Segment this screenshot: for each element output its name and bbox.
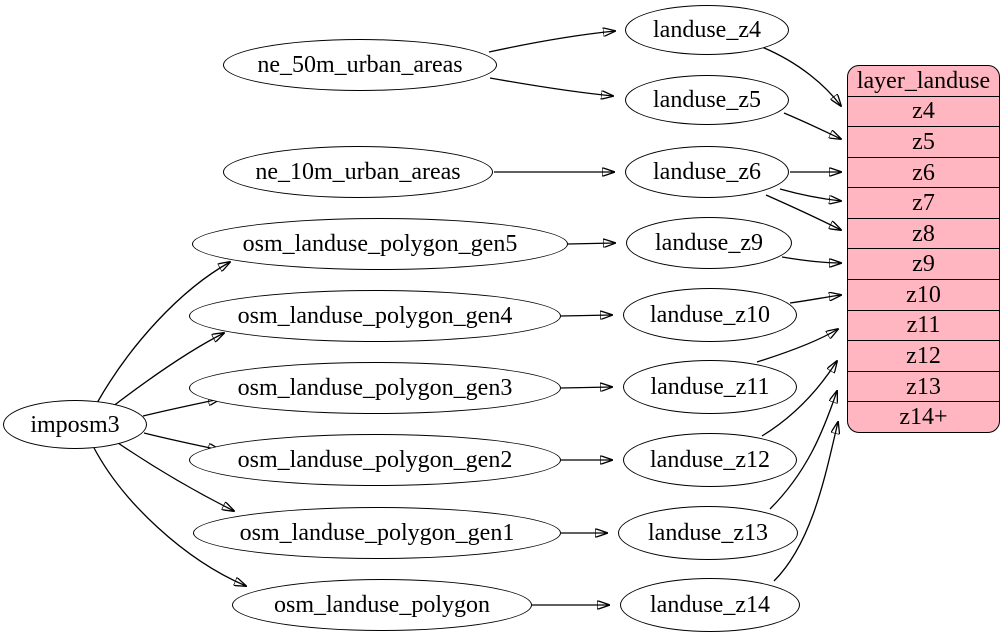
node-label: osm_landuse_polygon_gen4 — [237, 303, 513, 329]
node-osm-landuse-polygon-gen2: osm_landuse_polygon_gen2 — [189, 434, 561, 486]
node-label: osm_landuse_polygon_gen2 — [237, 447, 513, 473]
layer-row-z6: z6 — [848, 156, 999, 188]
edge-z6-row8 — [765, 194, 841, 230]
node-label: landuse_z10 — [650, 302, 770, 328]
layer-landuse-record: layer_landuse z4 z5 z6 z7 z8 z9 z10 z11 … — [847, 65, 1000, 433]
edge-imposm3-gen1 — [117, 442, 234, 511]
node-label: landuse_z5 — [653, 87, 761, 113]
layer-row-z13: z13 — [848, 370, 999, 402]
edge-gen4-z10 — [560, 315, 612, 316]
node-label: landuse_z6 — [653, 159, 761, 185]
node-osm-landuse-polygon-gen4: osm_landuse_polygon_gen4 — [189, 290, 561, 342]
node-label: osm_landuse_polygon_gen1 — [239, 520, 515, 546]
edge-z13-row — [769, 391, 837, 510]
edge-ne50m-z5 — [489, 77, 613, 96]
edge-gen5-z9 — [567, 243, 615, 244]
edge-gen3-z11 — [560, 387, 612, 388]
node-label: osm_landuse_polygon_gen5 — [242, 231, 518, 257]
node-label: landuse_z11 — [650, 374, 770, 400]
edge-z4-row — [761, 46, 841, 106]
node-imposm3-label: imposm3 — [30, 411, 120, 438]
edge-ne50m-z4 — [488, 31, 615, 53]
layer-title: layer_landuse — [856, 67, 991, 94]
edge-z5-row — [783, 112, 841, 139]
layer-row-z5: z5 — [848, 126, 999, 157]
node-label: osm_landuse_polygon_gen3 — [237, 375, 513, 401]
node-landuse-z5: landuse_z5 — [625, 75, 789, 125]
layer-row-z8: z8 — [848, 217, 999, 249]
node-landuse-z14: landuse_z14 — [620, 578, 800, 632]
layer-row-z9: z9 — [848, 248, 999, 279]
node-label: ne_10m_urban_areas — [255, 159, 461, 185]
node-label: landuse_z9 — [655, 230, 763, 256]
edge-z12-row — [761, 361, 837, 437]
layer-row-z12: z12 — [848, 340, 999, 371]
node-ne-10m-urban-areas: ne_10m_urban_areas — [223, 146, 493, 198]
node-label: landuse_z14 — [650, 592, 770, 618]
layer-row-z10: z10 — [848, 279, 999, 310]
node-landuse-z13: landuse_z13 — [618, 506, 798, 560]
edge-z10-row — [789, 295, 841, 304]
edge-imposm3-gen5 — [96, 262, 230, 404]
edge-z14-row — [773, 422, 838, 582]
edge-imposm3-gen4 — [111, 333, 224, 408]
node-label: ne_50m_urban_areas — [257, 52, 463, 78]
node-osm-landuse-polygon-gen3: osm_landuse_polygon_gen3 — [189, 362, 561, 414]
edge-imposm3-polygon — [92, 445, 246, 586]
node-osm-landuse-polygon: osm_landuse_polygon — [232, 579, 532, 631]
node-landuse-z11: landuse_z11 — [623, 360, 797, 414]
edge-imposm3-gen3 — [142, 399, 220, 417]
edge-z9-row — [781, 256, 841, 263]
node-label: landuse_z12 — [650, 447, 770, 473]
node-landuse-z4: landuse_z4 — [625, 5, 789, 55]
layer-row-z14plus: z14+ — [848, 401, 999, 432]
node-ne-50m-urban-areas: ne_50m_urban_areas — [223, 39, 497, 91]
node-osm-landuse-polygon-gen1: osm_landuse_polygon_gen1 — [193, 507, 561, 559]
edge-z11-row — [756, 329, 838, 363]
node-osm-landuse-polygon-gen5: osm_landuse_polygon_gen5 — [192, 218, 568, 270]
node-label: osm_landuse_polygon — [274, 592, 490, 618]
layer-row-z7: z7 — [848, 187, 999, 218]
node-landuse-z6: landuse_z6 — [625, 146, 789, 198]
node-imposm3: imposm3 — [3, 400, 147, 449]
node-landuse-z10: landuse_z10 — [623, 288, 797, 342]
node-landuse-z9: landuse_z9 — [626, 217, 792, 269]
node-label: landuse_z13 — [648, 520, 768, 546]
edge-z6-row7 — [779, 188, 841, 201]
layer-row-z4: z4 — [848, 95, 999, 127]
node-landuse-z12: landuse_z12 — [623, 433, 797, 487]
layer-row-z11: z11 — [848, 309, 999, 341]
node-label: landuse_z4 — [653, 17, 761, 43]
